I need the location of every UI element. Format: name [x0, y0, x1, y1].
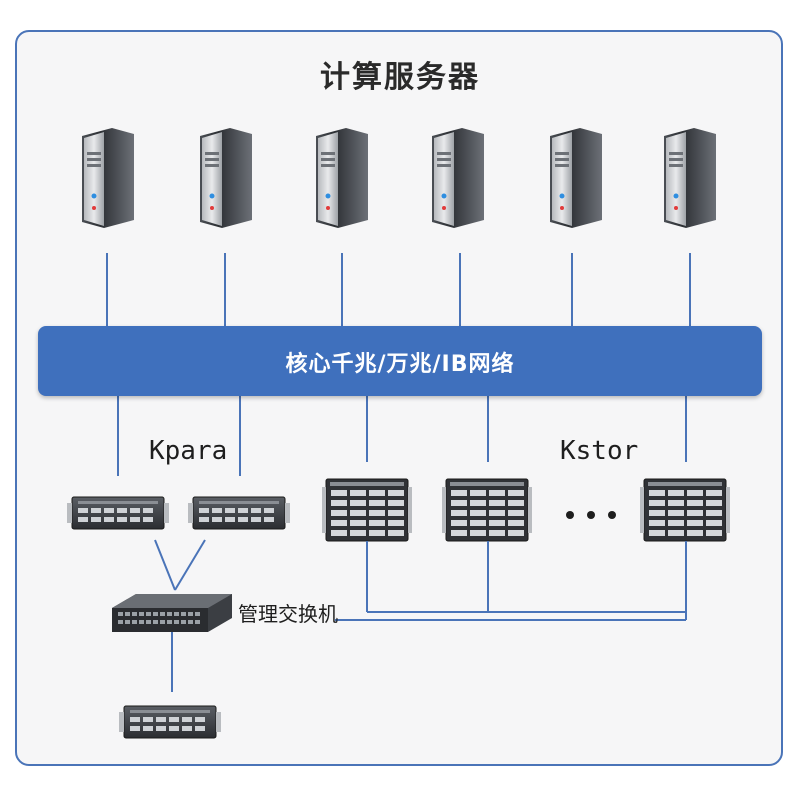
core-network-bar — [38, 326, 762, 396]
diagram-title: 计算服务器 — [320, 60, 480, 95]
ellipsis-dots — [566, 511, 616, 519]
kstor-storage-1-icon — [321, 478, 413, 542]
compute-server-1-icon — [82, 128, 134, 228]
kpara-server-1-icon — [66, 496, 170, 530]
kstor-storage-2-icon — [441, 478, 533, 542]
compute-uplinks — [106, 253, 691, 326]
management-switch-label: 管理交换机 — [238, 602, 338, 626]
kpara-label: Kpara — [149, 436, 228, 466]
core-network-label: 核心千兆/万兆/IB网络 — [285, 352, 515, 377]
management-node-icon — [118, 705, 222, 739]
management-switch-icon — [112, 594, 232, 632]
diagram-frame — [15, 30, 783, 766]
compute-server-3-icon — [316, 128, 368, 228]
compute-server-4-icon — [432, 128, 484, 228]
kpara-server-2-icon — [187, 496, 291, 530]
compute-server-5-icon — [550, 128, 602, 228]
management-links — [154, 539, 687, 692]
compute-server-2-icon — [200, 128, 252, 228]
kstor-label: Kstor — [560, 436, 639, 466]
compute-server-6-icon — [664, 128, 716, 228]
kstor-storage-3-icon — [639, 478, 731, 542]
storage-downlinks — [117, 396, 687, 476]
